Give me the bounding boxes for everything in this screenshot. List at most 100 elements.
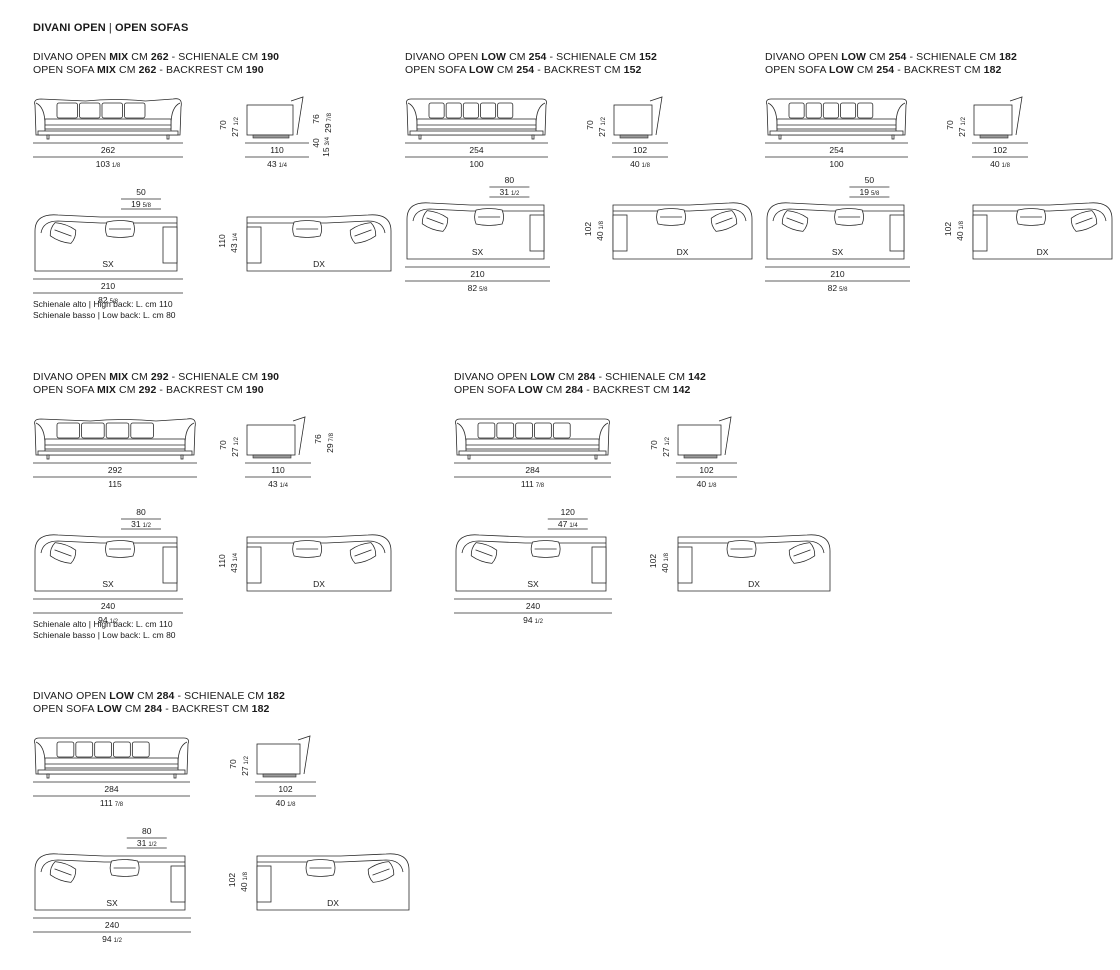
back-pillow: [552, 422, 571, 439]
side-backrest: [718, 416, 732, 456]
plan-top-cm: 50: [136, 187, 146, 197]
title-italian: DIVANI OPEN: [33, 22, 106, 34]
plan-pillow: [530, 540, 561, 558]
side-depth-cm: 102: [278, 784, 292, 794]
label-dx: DX: [748, 579, 760, 589]
header-back: 182: [983, 64, 1002, 76]
header-pre: DIVANO OPEN: [33, 371, 110, 383]
side-body: [246, 424, 296, 456]
header-italian: DIVANO OPEN LOW CM 254 - SCHIENALE CM 18…: [765, 51, 1017, 64]
header-mid2: - BACKREST CM: [894, 64, 984, 76]
header-mid2: - BACKREST CM: [156, 64, 246, 76]
back-pillow: [462, 102, 479, 119]
seat-height-inch: 271/2: [240, 755, 250, 775]
plan-dx-inner: [247, 220, 386, 234]
header-mid1: CM: [493, 64, 517, 76]
plan-width-cm: 240: [101, 601, 115, 611]
header-kind: LOW: [97, 703, 122, 715]
sofa-section-s1: DIVANO OPEN MIX CM 262 - SCHIENALE CM 19…: [33, 51, 392, 320]
back-pillow: [788, 102, 805, 119]
header-pre: DIVANO OPEN: [765, 51, 842, 63]
plan-depth-inch: 401/8: [595, 220, 605, 240]
back-pillow: [477, 422, 496, 439]
side-depth-cm: 110: [270, 145, 284, 155]
label-sx: SX: [472, 247, 484, 257]
side-depth-cm: 102: [633, 145, 647, 155]
plan-pillow: [474, 208, 504, 226]
side-height-cm: 70: [585, 120, 595, 130]
header-mid2: - SCHIENALE CM: [168, 51, 262, 63]
plan-dx: DX: [256, 853, 410, 911]
back-pillow: [822, 102, 839, 119]
leg: [531, 134, 535, 140]
header-width: 262: [150, 51, 169, 63]
side-backrest: [292, 416, 306, 456]
sofa-section-s3: DIVANO OPEN LOW CM 254 - SCHIENALE CM 18…: [765, 51, 1113, 293]
seat-cushion: [44, 757, 179, 769]
plan-pillow: [788, 542, 816, 564]
header-mid2: - BACKREST CM: [583, 384, 673, 396]
leg: [418, 134, 422, 140]
backrest-note: Schienale alto | High back: L. cm 110: [33, 619, 173, 629]
header-pre: DIVANO OPEN: [454, 371, 531, 383]
plan-sx-arm: [529, 214, 545, 252]
header-italian: DIVANO OPEN MIX CM 292 - SCHIENALE CM 19…: [33, 371, 279, 384]
side-base: [252, 134, 290, 139]
header-width: 292: [138, 384, 157, 396]
plan-width-cm: 240: [105, 920, 119, 930]
plan-pillow: [710, 210, 738, 232]
plan-pillow: [834, 208, 864, 226]
plan-sx: SX: [406, 202, 545, 260]
arm-height-cm: 76: [311, 114, 321, 124]
header-width: 254: [516, 64, 535, 76]
header-width: 254: [528, 51, 547, 63]
header-mid1: CM: [134, 690, 157, 702]
plan-dx-inner: [257, 859, 404, 873]
side-backrest: [290, 96, 304, 136]
header-kind: LOW: [481, 51, 507, 63]
plan-width-cm: 210: [101, 281, 115, 291]
seat-cushion: [44, 118, 172, 130]
seat-height-inch: 271/2: [230, 116, 240, 136]
front-width-cm: 254: [469, 145, 483, 155]
plan-depth-inch: 401/8: [239, 871, 249, 891]
header-pre: DIVANO OPEN: [405, 51, 482, 63]
side-backrest: [649, 96, 663, 136]
label-sx: SX: [102, 259, 114, 269]
backrest-note: Schienale alto | High back: L. cm 110: [33, 299, 173, 309]
back-pillow: [105, 422, 130, 439]
plan-dx-inner: [973, 208, 1107, 222]
sofa-section-s4: DIVANO OPEN MIX CM 292 - SCHIENALE CM 19…: [33, 371, 392, 640]
plan-pillow: [49, 542, 77, 564]
backrest-note: Schienale basso | Low back: L. cm 80: [33, 310, 176, 320]
plan-pillow: [656, 208, 686, 226]
header-back: 190: [245, 64, 264, 76]
front-width-cm: 284: [104, 784, 118, 794]
back-pillow: [56, 741, 75, 758]
plan-sx: SX: [34, 534, 178, 592]
title-english: OPEN SOFAS: [114, 22, 189, 34]
header-back: 142: [688, 371, 706, 383]
plan-sx-arm: [591, 546, 607, 584]
sofa-base: [458, 450, 607, 456]
plan-pillow: [292, 220, 323, 238]
plan-depth-cm: 102: [583, 222, 593, 236]
plan-top-cm: 120: [561, 507, 575, 517]
